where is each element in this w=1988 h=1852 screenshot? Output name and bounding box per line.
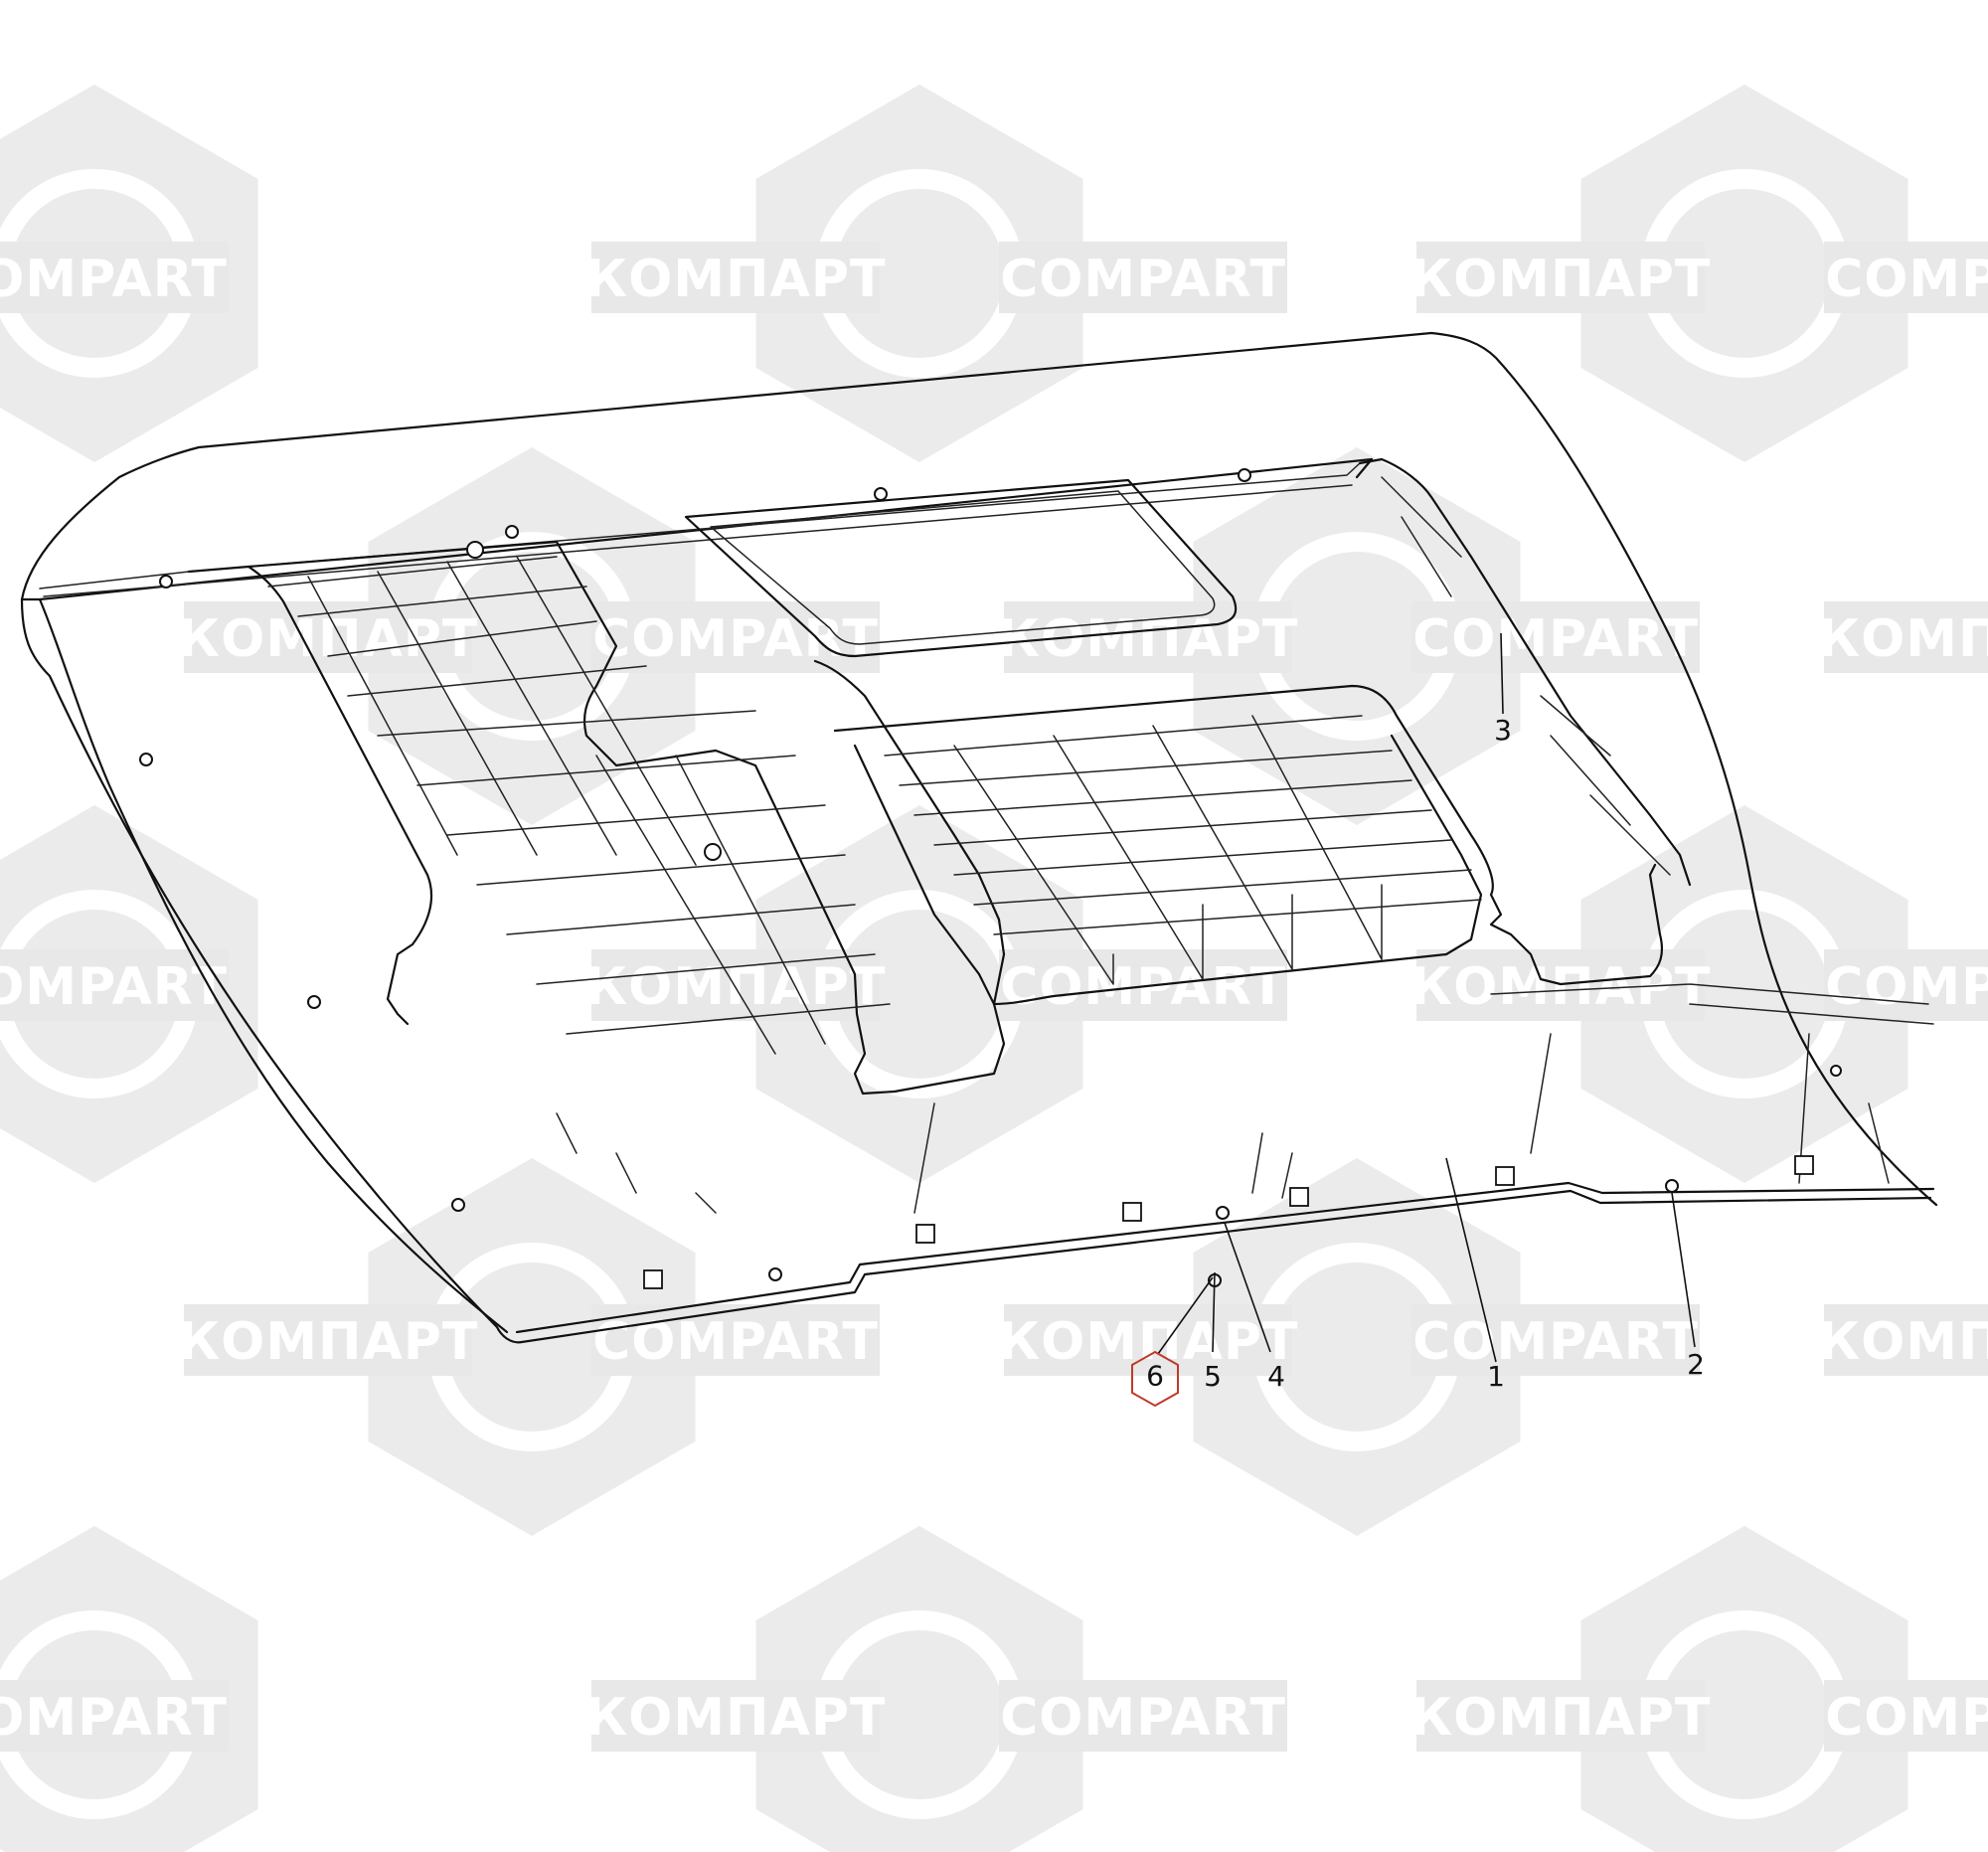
right-rib-frame [1358,457,1692,887]
hood-outer-edge [20,331,1938,1207]
center-rib-inner [853,734,1483,1006]
hood-window-outer [684,478,1238,658]
watermark-hexagons [0,84,1908,1852]
center-rib-lines [884,715,1482,935]
leader-3 [1500,632,1504,715]
watermark-band [1004,1304,1292,1376]
hood-inner-rim [20,457,1374,601]
watermark-band [1411,601,1700,673]
left-rib-cross [307,556,826,1055]
leader-4 [1224,1222,1271,1353]
callout-2: 2 [1687,1348,1705,1381]
watermark-text: КОМПАРТ [585,1688,887,1748]
watermark-text: COMPART [1412,1312,1699,1372]
watermark-text: КОМПАРТ [1818,1312,1988,1372]
left-rib-frame [187,565,432,1026]
watermark-band [0,1680,229,1752]
watermark-text: КОМПАРТ [1410,1688,1712,1748]
hood-skin-left [20,597,524,1344]
watermark-text: COMPART [1412,609,1699,669]
hood-front-edge [520,1189,1932,1344]
watermark-band [1824,1680,1988,1752]
watermark-band [184,1304,472,1376]
watermark-text: COMPART [592,1312,879,1372]
watermark-band [1004,601,1292,673]
watermark-band [591,1304,880,1376]
watermark-text: КОМПАРТ [178,1312,479,1372]
left-rib-panel [247,540,1006,1095]
callout-6[interactable]: 6 [1146,1359,1164,1393]
hood-top-line-2 [43,484,1353,597]
watermark-band [1824,949,1988,1021]
watermark-band [999,242,1287,313]
hood-top-line [39,462,1361,589]
leader-6 [1157,1276,1214,1355]
watermark-band [999,1680,1287,1752]
leader-5 [1212,1271,1216,1353]
watermark-text: COMPART [1825,1688,1988,1748]
watermark-band [591,601,880,673]
center-rib-cross [953,715,1383,985]
watermark-hex [1193,1158,1521,1536]
lower-flange [556,1033,1890,1214]
hood-rim-flange [38,597,509,1334]
callout-1: 1 [1487,1360,1505,1393]
hood-front-edge-inner [515,1181,1935,1334]
fastener-clips [139,468,1842,1287]
watermark-hex [1193,447,1521,825]
watermark-band [1824,1304,1988,1376]
watermark-band [591,242,880,313]
watermark-text: COMPART [1825,957,1988,1017]
watermark-band [1416,242,1705,313]
watermark-text: COMPART [0,250,228,309]
hood-window-inner [710,490,1216,645]
watermark-text: COMPART [592,609,879,669]
highlight-hexagon [1129,1350,1181,1408]
lower-ribs [1490,983,1934,1025]
center-rib-frame [833,684,1664,986]
watermark-hex [1580,805,1908,1183]
watermark-text: КОМПАРТ [585,250,887,309]
watermark-band [1824,601,1988,673]
leader-2 [1671,1192,1696,1348]
watermark-band [0,242,229,313]
watermark-band [999,949,1287,1021]
callout-5: 5 [1204,1360,1222,1393]
callout-3: 3 [1494,714,1512,747]
watermark-band [1416,1680,1705,1752]
watermark-band [591,1680,880,1752]
watermark-text: COMPART [1825,250,1988,309]
watermark-hex [755,84,1083,462]
square-pads [643,1155,1814,1289]
watermark-text: КОМПАРТ [998,1312,1299,1372]
watermark-bands: COMPART КОМПАРТ COMPART КОМПАРТ COMPART КОМПА… [0,242,1988,1752]
watermark-text: КОМПАРТ [1410,957,1712,1017]
watermark-text: COMPART [1000,250,1286,309]
leader-lines [1157,632,1696,1363]
watermark-hex [368,1158,696,1536]
watermark-band [0,949,229,1021]
callout-4: 4 [1267,1360,1285,1393]
leader-1 [1445,1157,1497,1363]
watermark-text: COMPART [1000,1688,1286,1748]
watermark-band [1411,1304,1700,1376]
watermark-text: КОМПАРТ [1818,609,1988,669]
watermark-text: COMPART [0,1688,228,1748]
watermark-hex [755,805,1083,1183]
watermark-text: КОМПАРТ [1410,250,1712,309]
right-rib-lines [1381,476,1671,876]
watermark-hex [1580,84,1908,462]
left-rib-lines [267,556,891,1035]
watermark-text: COMPART [0,957,228,1017]
watermark-band [1824,242,1988,313]
